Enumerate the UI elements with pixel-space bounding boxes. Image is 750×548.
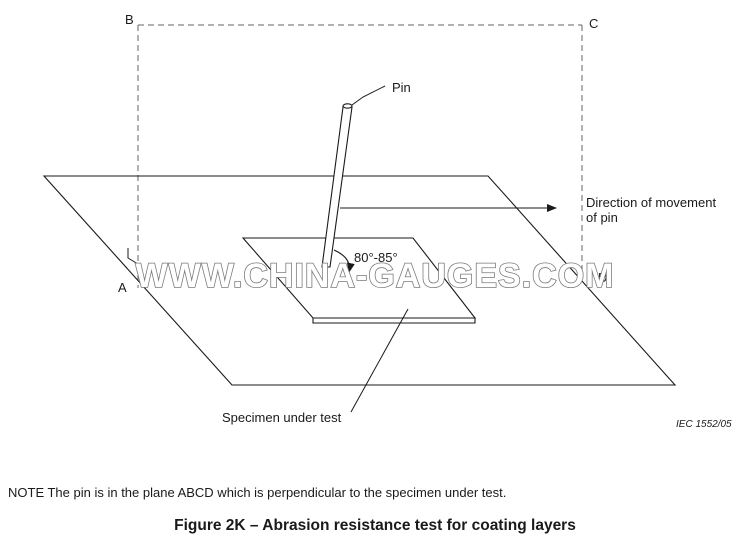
pin-label: Pin <box>392 80 411 95</box>
figure-caption: Figure 2K – Abrasion resistance test for… <box>174 517 576 534</box>
point-label-d: D <box>598 270 607 285</box>
point-label-a: A <box>118 280 127 295</box>
iec-reference: IEC 1552/05 <box>676 419 732 430</box>
pin <box>321 103 353 268</box>
plane-abcd <box>137 24 583 288</box>
pin-leader-line <box>351 85 386 106</box>
direction-label-line1: Direction of movement <box>586 195 716 210</box>
specimen <box>241 237 477 324</box>
specimen-label: Specimen under test <box>222 410 342 425</box>
angle-arc <box>333 249 355 273</box>
note-text: NOTE The pin is in the plane ABCD which … <box>8 485 507 500</box>
angle-label: 80°-85° <box>354 250 398 265</box>
direction-label-line2: of pin <box>586 210 618 225</box>
point-label-b: B <box>125 12 134 27</box>
point-label-c: C <box>589 16 598 31</box>
watermark: WWW.CHINA-GAUGES.COM <box>136 257 615 295</box>
right-angle-mark <box>127 248 139 265</box>
specimen-leader-line <box>350 308 409 413</box>
